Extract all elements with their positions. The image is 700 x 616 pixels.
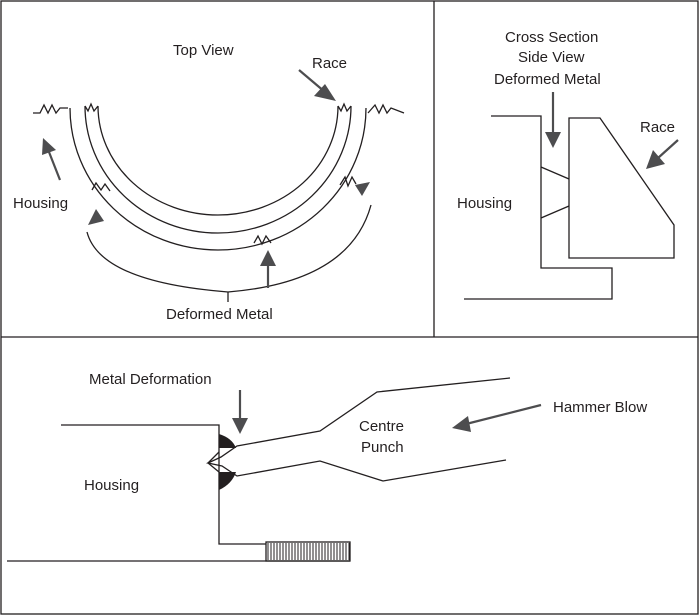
deformed-metal-callout (86, 204, 372, 293)
side-view-title-2: Side View (518, 49, 585, 66)
housing-bore-arc (69, 107, 367, 251)
bottom-view-panel: Metal Deformation Hammer Blow Centre Pun… (7, 371, 647, 562)
punch-tip-notch (207, 451, 220, 473)
deformation-notch-right (339, 175, 357, 188)
side-housing-label: Housing (457, 195, 512, 212)
hammer-blow-label: Hammer Blow (553, 399, 647, 416)
race-teeth-left (84, 102, 99, 113)
housing-edge-left (33, 103, 68, 115)
housing-arrow-left (42, 138, 62, 181)
side-housing-profile (464, 115, 613, 300)
hatched-race (265, 541, 351, 562)
race-inner-arc (97, 105, 339, 216)
deformed-arrow-right (355, 182, 370, 196)
bottom-housing-label: Housing (84, 477, 139, 494)
side-view-title-3: Deformed Metal (494, 71, 601, 88)
race-outer-arc (84, 105, 352, 234)
deformation-notch-bottom (253, 234, 272, 246)
housing-edge-right (367, 103, 405, 115)
side-deformed-wedge (540, 166, 570, 180)
race-label-top: Race (312, 55, 347, 72)
top-view-title: Top View (173, 42, 234, 59)
deformation-blob-top (219, 434, 236, 448)
side-race-profile (568, 117, 675, 259)
metal-deformation-arrow (232, 390, 248, 434)
side-deformed-arrow (545, 92, 561, 148)
punch-label: Punch (361, 439, 404, 456)
side-view-panel: Cross Section Side View Deformed Metal R… (457, 29, 679, 300)
deformed-arrow-bottom (260, 250, 276, 288)
deformation-notch-left (91, 181, 111, 192)
top-view-panel: Top View (13, 42, 405, 323)
side-race-label: Race (640, 119, 675, 136)
deformed-arrow-left (88, 209, 104, 225)
hammer-blow-arrow (452, 403, 542, 432)
hatch-lines (267, 543, 350, 560)
side-race-arrow (646, 139, 679, 169)
centre-label: Centre (359, 418, 404, 435)
side-view-title-1: Cross Section (505, 29, 598, 46)
housing-label-top: Housing (13, 195, 68, 212)
race-teeth-right (337, 102, 352, 113)
deformed-metal-label-top: Deformed Metal (166, 306, 273, 323)
race-arrow-top (298, 69, 336, 101)
metal-deformation-label: Metal Deformation (89, 371, 212, 388)
side-deformed-wedge-2 (540, 205, 570, 219)
deformation-blob-bottom (219, 472, 236, 490)
